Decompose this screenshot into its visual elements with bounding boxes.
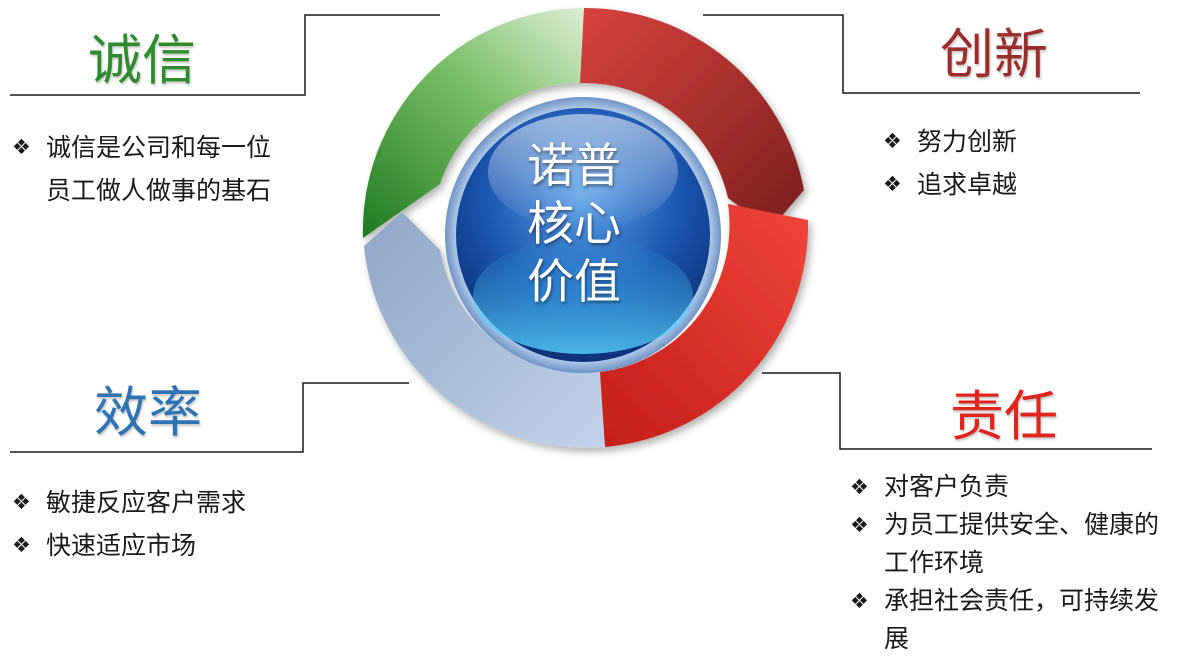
connector-innovation <box>703 14 1140 94</box>
core-title: 诺普 核心 价值 <box>490 138 658 312</box>
bullet-text: 追求卓越 <box>917 170 1018 199</box>
bullet-text: 快速适应市场 <box>46 531 197 560</box>
cycle-arrows <box>362 7 809 448</box>
list-item: ❖ 承担社会责任，可持续发展 <box>850 582 1180 658</box>
innovation-arrow <box>580 7 804 230</box>
responsibility-bullets: ❖ 对客户负责 ❖ 为员工提供安全、健康的工作环境 ❖ 承担社会责任，可持续发展 <box>850 468 1180 658</box>
integrity-arrow <box>362 8 620 238</box>
integrity-bullets: ❖ 诚信是公司和每一位员工做人做事的基石 <box>12 126 292 212</box>
list-item: ❖ 快速适应市场 <box>12 524 302 567</box>
responsibility-arrow <box>572 204 809 447</box>
list-item: ❖ 为员工提供安全、健康的工作环境 <box>850 506 1180 582</box>
core-circle <box>445 97 721 373</box>
bullet-text: 诚信是公司和每一位员工做人做事的基石 <box>46 133 272 205</box>
innovation-bullets: ❖ 努力创新 ❖ 追求卓越 <box>883 120 1173 206</box>
efficiency-bullets: ❖ 敏捷反应客户需求 ❖ 快速适应市场 <box>12 481 302 567</box>
list-item: ❖ 敏捷反应客户需求 <box>12 481 302 524</box>
bullet-text: 为员工提供安全、健康的工作环境 <box>884 510 1160 577</box>
list-item: ❖ 努力创新 <box>883 120 1173 163</box>
diamond-bullet-icon: ❖ <box>850 513 869 537</box>
connector-responsibility <box>762 372 1152 450</box>
bullet-text: 敏捷反应客户需求 <box>46 488 247 517</box>
connector-efficiency <box>10 382 409 453</box>
list-item: ❖ 诚信是公司和每一位员工做人做事的基石 <box>12 126 292 212</box>
connector-integrity <box>10 14 440 96</box>
list-item: ❖ 追求卓越 <box>883 163 1173 206</box>
efficiency-title: 效率 <box>94 381 202 444</box>
bullet-text: 承担社会责任，可持续发展 <box>884 586 1160 653</box>
innovation-title: 创新 <box>940 23 1048 86</box>
responsibility-title: 责任 <box>950 385 1058 448</box>
bullet-text: 努力创新 <box>917 127 1018 156</box>
bullet-text: 对客户负责 <box>884 472 1010 501</box>
diamond-bullet-icon: ❖ <box>12 490 31 514</box>
connector-lines <box>10 14 1152 453</box>
list-item: ❖ 对客户负责 <box>850 468 1180 506</box>
diamond-bullet-icon: ❖ <box>12 533 31 557</box>
core-line: 价值 <box>527 255 621 310</box>
diamond-bullet-icon: ❖ <box>883 129 902 153</box>
diamond-bullet-icon: ❖ <box>883 172 902 196</box>
integrity-title: 诚信 <box>88 29 196 92</box>
diamond-bullet-icon: ❖ <box>850 475 869 499</box>
core-line: 诺普 <box>527 139 621 194</box>
diamond-bullet-icon: ❖ <box>850 589 869 613</box>
efficiency-arrow <box>364 212 605 448</box>
core-line: 核心 <box>527 197 621 252</box>
diamond-bullet-icon: ❖ <box>12 135 31 159</box>
